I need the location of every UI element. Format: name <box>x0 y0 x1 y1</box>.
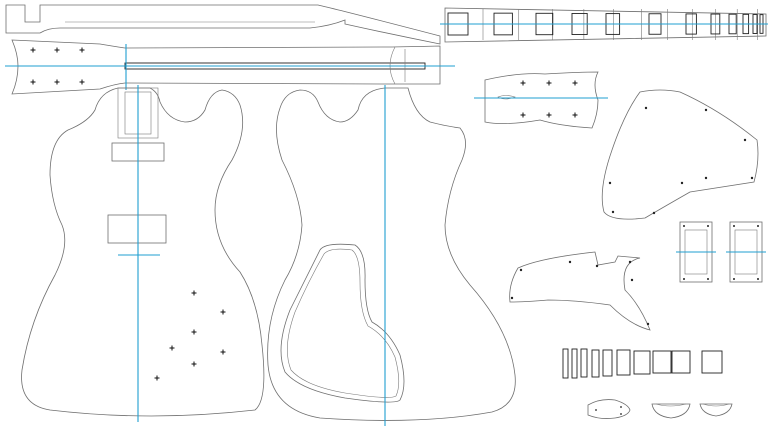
inlay-block <box>671 350 691 374</box>
screw-hole <box>652 211 656 215</box>
inlay-block <box>562 348 569 379</box>
truss-rod-cover <box>587 399 631 419</box>
tuner-hole-mark <box>520 80 526 86</box>
tuner-hole-mark <box>79 79 85 85</box>
tuner-hole-mark <box>54 47 60 53</box>
inlay-block <box>571 348 578 379</box>
control-hole-mark <box>191 361 197 367</box>
body-front <box>21 85 265 422</box>
screw-hole <box>757 225 759 227</box>
screw-hole <box>568 260 572 264</box>
tuner-hole-mark <box>546 112 552 118</box>
neck-top-view <box>5 39 455 95</box>
screw-hole <box>733 278 735 280</box>
screw-hole <box>630 278 634 282</box>
inlay-block <box>701 350 723 374</box>
screw-hole <box>707 225 709 227</box>
inlay-block <box>580 348 588 378</box>
screw-hole <box>707 278 709 280</box>
screw-hole <box>750 176 754 180</box>
screw-hole <box>644 106 648 110</box>
inlay-block <box>616 349 631 376</box>
pickguard-upper <box>601 89 759 220</box>
inlay-block <box>633 350 651 375</box>
screw-hole <box>628 260 632 264</box>
tuner-hole-mark <box>54 79 60 85</box>
screw-hole <box>595 264 599 268</box>
tuner-hole-mark <box>79 47 85 53</box>
inlay-block <box>602 349 613 377</box>
fretboard-inlays <box>440 7 768 43</box>
pickguard-lower <box>509 251 651 331</box>
control-hole-mark <box>191 329 197 335</box>
pickup-ring-bridge <box>726 221 766 283</box>
screw-hole <box>519 268 523 272</box>
headstock-top-view <box>474 71 608 129</box>
screw-hole <box>704 108 708 112</box>
tuner-hole-mark <box>572 112 578 118</box>
screw-hole <box>743 138 747 142</box>
control-hole-mark <box>220 309 226 315</box>
screw-hole <box>680 181 684 185</box>
screw-hole <box>510 296 514 300</box>
control-hole-mark <box>154 375 160 381</box>
tuner-hole-mark <box>30 79 36 85</box>
tuner-hole-mark <box>30 47 36 53</box>
screw-hole <box>646 322 650 326</box>
pickup-ring-neck <box>676 221 716 283</box>
screw-hole <box>608 181 612 185</box>
screw-hole <box>611 210 615 214</box>
screw-hole <box>757 278 759 280</box>
control-hole-mark <box>220 349 226 355</box>
inlay-block <box>591 349 600 378</box>
body-back <box>267 85 516 426</box>
tuner-hole-mark <box>546 80 552 86</box>
control-hole-mark <box>169 345 175 351</box>
screw-hole <box>683 225 685 227</box>
tuner-hole-mark <box>572 80 578 86</box>
control-knob-covers <box>651 403 733 419</box>
screw-hole <box>704 176 708 180</box>
screw-hole <box>683 278 685 280</box>
control-hole-mark <box>191 290 197 296</box>
neck-side-profile <box>5 4 441 45</box>
inlay-block <box>652 350 672 374</box>
inlay-blocks <box>562 348 723 379</box>
screw-hole <box>733 225 735 227</box>
tuner-hole-mark <box>520 112 526 118</box>
